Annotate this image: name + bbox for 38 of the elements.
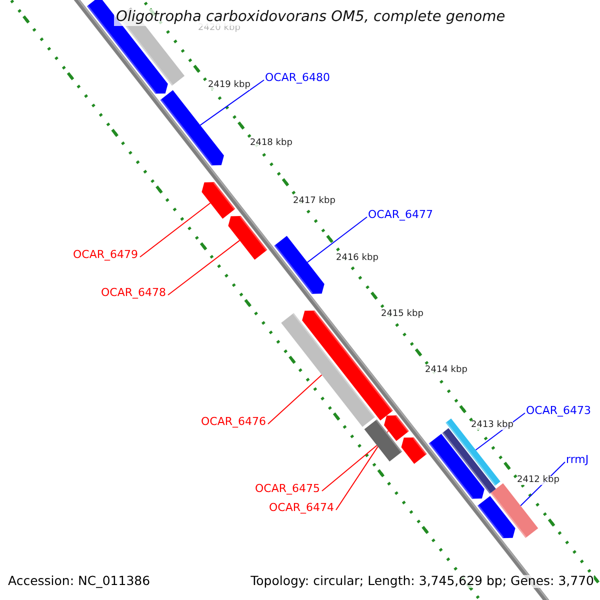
scale-tick-label: 2417 kbp	[293, 197, 336, 206]
gene-feature	[159, 90, 224, 166]
gene-feature	[441, 428, 496, 495]
leader-line	[322, 444, 378, 492]
scale-tick-label: 2416 kbp	[336, 254, 378, 263]
title: Oligotropha carboxidovorans OM5, complete genome	[114, 9, 508, 26]
scale-tick-label: 2419 kbp	[208, 81, 250, 90]
gene-label: OCAR_6479	[72, 249, 138, 260]
gene-feature	[489, 483, 538, 539]
leader-line	[306, 216, 368, 263]
gene-label: OCAR_6476	[200, 416, 266, 427]
gene-label: OCAR_6473	[526, 405, 592, 416]
gene-feature	[401, 436, 428, 464]
gene-feature	[273, 236, 324, 295]
leader-line	[140, 202, 211, 258]
gene-feature	[476, 496, 516, 540]
gene-label: OCAR_6477	[368, 209, 434, 220]
gene-label: rrmJ	[566, 454, 589, 465]
gene-label: OCAR_6474	[268, 502, 334, 513]
scale-tick-label: 2414 kbp	[425, 366, 468, 375]
gene-feature	[228, 215, 268, 260]
footer-text: Topology: circular; Length: 3,745,629 bp; Genes: 3,770	[250, 575, 594, 588]
gene-feature	[281, 312, 376, 427]
gene-feature	[384, 414, 410, 441]
leader-line	[168, 240, 240, 296]
footer-text: Accession: NC_011386	[8, 575, 150, 588]
scale-tick-label: 2415 kbp	[381, 310, 424, 319]
scale-tick-label: 2418 kbp	[250, 139, 292, 148]
gene-label: OCAR_6475	[254, 483, 320, 494]
scale-tick-label: 2413 kbp	[471, 421, 514, 430]
gene-feature	[202, 181, 236, 219]
gene-label: OCAR_6480	[265, 72, 330, 83]
gene-feature	[364, 418, 404, 462]
leader-line	[268, 374, 322, 424]
scale-tick-label: 2412 kbp	[517, 476, 560, 485]
leader-line	[200, 80, 264, 126]
gene-feature	[428, 434, 485, 500]
gene-label: OCAR_6478	[100, 287, 166, 298]
